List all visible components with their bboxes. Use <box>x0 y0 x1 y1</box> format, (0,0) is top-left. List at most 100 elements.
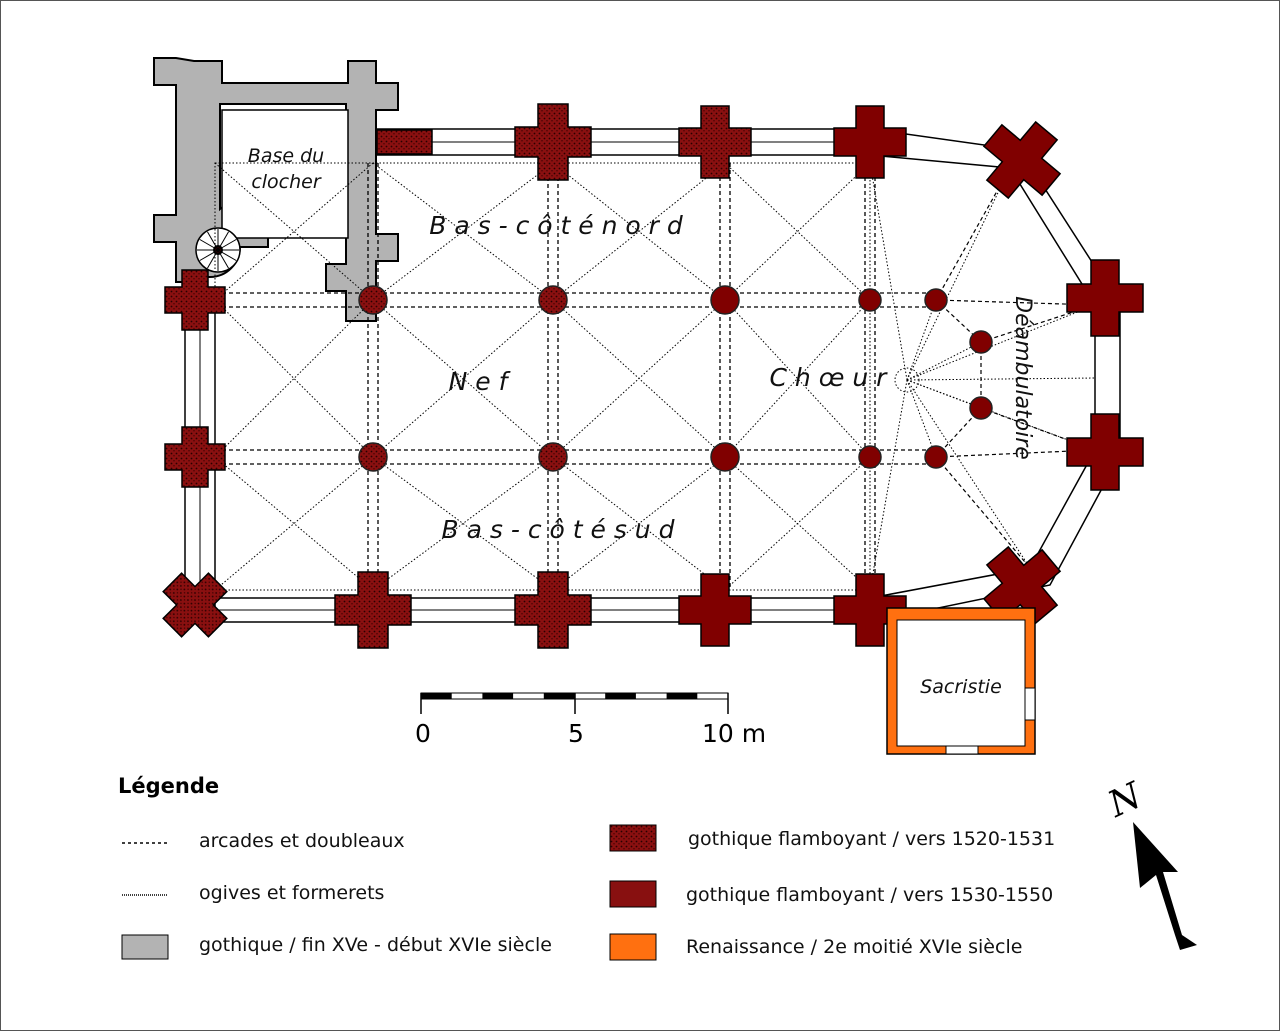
buttress-shape <box>1066 413 1144 491</box>
ogive-rib <box>214 456 374 591</box>
legend-swatch-gothic <box>121 934 169 960</box>
arcade-line <box>935 456 1031 569</box>
ogive-rib <box>372 162 554 301</box>
buttress-shape <box>514 103 592 181</box>
pillar <box>358 285 388 315</box>
arcade-line <box>935 299 1096 306</box>
stair-step <box>199 249 219 261</box>
legend-swatch-renaissance <box>609 933 657 961</box>
scale-segment <box>482 693 514 699</box>
stair-step <box>217 249 229 269</box>
pillar <box>858 445 882 469</box>
stair-step <box>217 249 237 261</box>
legend-label-flamboyant-1530: gothique flamboyant / vers 1530-1550 <box>686 884 1053 906</box>
ogive-rib <box>372 456 554 591</box>
ogive-rib <box>724 162 871 301</box>
ogive-rib <box>552 299 726 458</box>
pillar <box>858 288 882 312</box>
ogive-rib <box>552 456 726 591</box>
scale-segment <box>543 693 575 699</box>
ogive-rib <box>869 162 908 381</box>
buttress <box>1066 259 1144 337</box>
stair-step <box>207 249 219 269</box>
pillars <box>358 285 993 472</box>
ogive-rib <box>214 299 374 458</box>
buttress <box>334 571 412 649</box>
north-label: N <box>1101 775 1149 827</box>
buttress-shape <box>982 120 1062 200</box>
stair-step <box>217 231 229 251</box>
ogive-rib <box>214 456 374 591</box>
tower-label-line1: Base du <box>248 145 324 167</box>
legend-title: Légende <box>118 774 219 798</box>
ambulatory-label: Déambulatoire <box>1010 296 1035 460</box>
buttress-shape <box>514 571 592 649</box>
ogive-rib <box>724 162 871 301</box>
ogive-rib <box>724 299 871 458</box>
buttress-shape <box>162 572 228 638</box>
legend-swatch-flamboyant-1530 <box>609 880 657 908</box>
pillar <box>710 442 740 472</box>
ogive-rib <box>724 456 871 591</box>
pillar <box>924 445 948 469</box>
buttress-shape <box>982 545 1062 625</box>
buttress <box>514 103 592 181</box>
buttress <box>164 426 226 488</box>
buttress-shape <box>164 426 226 488</box>
stair-step <box>207 231 219 251</box>
tower-label-line2: clocher <box>251 171 322 193</box>
ogive-rib <box>372 456 554 591</box>
scale-segment <box>666 693 698 699</box>
pillar <box>710 285 740 315</box>
formeret <box>214 162 871 591</box>
legend: Légende arcades et doubleaux ogives et f… <box>118 774 1055 961</box>
ogive-rib <box>906 167 1011 381</box>
ogive-rib <box>906 377 1096 381</box>
sacristy-label: Sacristie <box>920 676 1002 698</box>
buttress-shape <box>833 105 907 179</box>
pillar <box>538 285 568 315</box>
scale-label-5: 5 <box>568 719 584 748</box>
legend-label-renaissance: Renaissance / 2e moitié XVIe siècle <box>686 936 1022 958</box>
ogive-rib <box>906 379 982 409</box>
stair-step <box>199 239 219 251</box>
legend-label-ogives: ogives et formerets <box>199 882 384 904</box>
stair-step <box>217 239 237 251</box>
ogive-rib <box>372 299 554 458</box>
ogive-rib <box>552 162 726 301</box>
buttress-shape <box>678 105 752 179</box>
nave-label: N e f <box>449 367 511 396</box>
buttress <box>164 269 226 331</box>
buttress <box>982 120 1062 200</box>
scale-segment <box>421 693 452 699</box>
buttress-shape <box>334 571 412 649</box>
buttress-shape <box>376 129 433 155</box>
ogive-rib <box>906 304 1096 381</box>
scale-bar: 0 5 10 m <box>415 692 766 748</box>
buttress-shape <box>833 573 907 647</box>
buttress <box>678 573 752 647</box>
pillar <box>538 442 568 472</box>
ogive-rib <box>906 341 982 381</box>
buttress <box>982 545 1062 625</box>
buttress-shape <box>164 269 226 331</box>
ogive-rib <box>724 299 871 458</box>
pillar <box>924 288 948 312</box>
legend-swatch-flamboyant-1520 <box>609 824 657 852</box>
scale-label-0: 0 <box>415 719 431 748</box>
north-aisle-label: B a s - c ô t é n o r d <box>429 211 683 240</box>
north-arrow: N <box>1101 775 1197 950</box>
sacristy <box>886 607 1036 755</box>
south-aisle-label: B a s - c ô t é s u d <box>442 515 675 544</box>
buttresses <box>162 103 1144 649</box>
apse-wall <box>869 128 1121 623</box>
vault-lines <box>214 162 1096 591</box>
pillar <box>358 442 388 472</box>
scale-segment <box>605 693 636 699</box>
buttress <box>162 572 228 638</box>
buttress <box>514 571 592 649</box>
north-arrow-icon <box>1133 822 1197 950</box>
arcade-line <box>935 449 1096 458</box>
buttress <box>833 105 907 179</box>
ogive-rib <box>869 379 908 591</box>
